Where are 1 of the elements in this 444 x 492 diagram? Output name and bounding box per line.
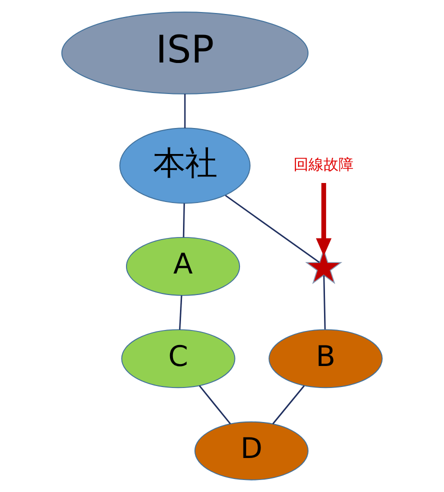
node-text: 回線故障 bbox=[294, 155, 354, 174]
